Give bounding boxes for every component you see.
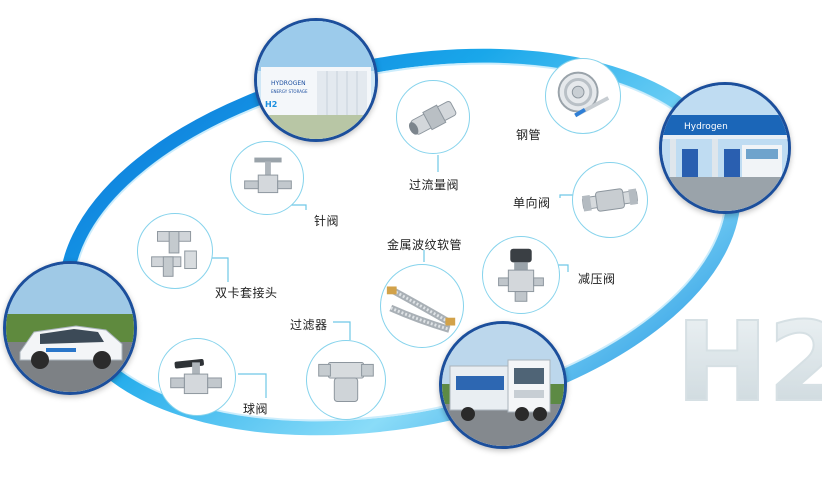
storage-text-2: ENERGY STORAGE xyxy=(271,89,308,94)
ball-valve-icon xyxy=(158,338,236,416)
station-sign: Hydrogen xyxy=(684,122,728,132)
filter-label: 过滤器 xyxy=(290,318,328,332)
storage-text-1: HYDROGEN xyxy=(271,80,306,87)
storage-badge: H2 xyxy=(265,100,277,109)
check-valve-label: 单向阀 xyxy=(513,196,551,210)
steel-pipe-label: 钢管 xyxy=(516,128,542,142)
h2-watermark-text: H2 xyxy=(676,300,822,426)
pressure-reducing-valve-label: 减压阀 xyxy=(578,272,616,286)
needle-valve-icon xyxy=(230,141,304,215)
flow-valve-icon xyxy=(396,80,470,154)
ball-valve-label: 球阀 xyxy=(243,402,269,416)
needle-valve-label: 针阀 xyxy=(314,214,340,228)
metal-hose-label: 金属波纹软管 xyxy=(387,238,463,252)
hydrogen-storage-photo: HYDROGEN ENERGY STORAGE H2 xyxy=(254,18,378,142)
hydrogen-truck-photo xyxy=(439,321,567,449)
h2-watermark: H2 xyxy=(675,300,822,427)
twin-ferrule-fitting-icon xyxy=(137,213,213,289)
hydrogen-car-photo xyxy=(3,261,137,395)
twin-ferrule-fitting-label: 双卡套接头 xyxy=(215,286,278,300)
pressure-reducing-valve-icon xyxy=(482,236,560,314)
metal-hose-icon xyxy=(380,264,464,348)
steel-pipe-icon xyxy=(545,58,621,134)
check-valve-icon xyxy=(572,162,648,238)
flow-valve-label: 过流量阀 xyxy=(409,178,460,192)
filter-icon xyxy=(306,340,386,420)
hydrogen-station-photo: Hydrogen xyxy=(659,82,791,214)
